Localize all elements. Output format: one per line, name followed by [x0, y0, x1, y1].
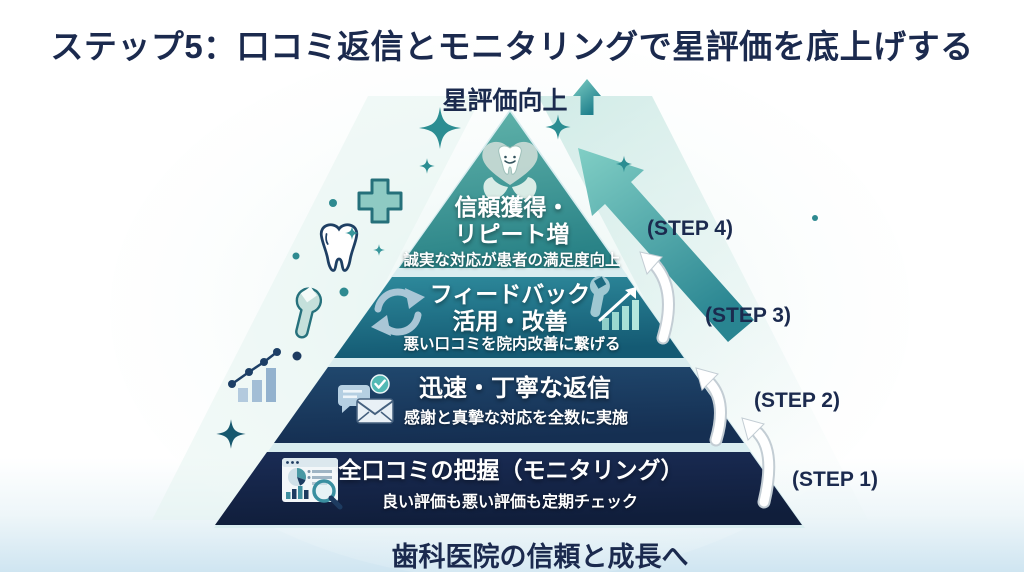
curved-arrow-step1	[741, 417, 776, 509]
dot-decoration	[292, 252, 300, 260]
tier-step2-subtitle: 感謝と真摯な対応を全数に実施	[403, 410, 629, 427]
step3-label: (STEP 3)	[705, 304, 791, 327]
curved-arrow-step2	[695, 367, 727, 447]
dot-decoration	[329, 199, 337, 207]
rising-arrow	[578, 148, 754, 342]
up-arrow-icon	[573, 79, 601, 115]
tier-step4-title: 信頼獲得・ リピート増	[454, 194, 570, 247]
dot-decoration	[339, 287, 349, 297]
tier-step3-subtitle: 悪い口コミを院内改善に繋げる	[403, 336, 621, 353]
hands-holding-heart-tooth-icon	[482, 141, 538, 199]
curved-arrow-step3	[639, 251, 675, 345]
footer-label: 歯科医院の信頼と成長へ	[391, 542, 689, 572]
tooth-icon	[319, 223, 359, 272]
tier-step1-shape	[215, 452, 802, 525]
report-magnifier-icon	[282, 458, 343, 510]
growth-chart-icon	[228, 348, 281, 402]
wrench-growth-chart-icon	[590, 276, 639, 330]
wrench-icon	[295, 286, 322, 339]
page-title: ステップ5：口コミ返信とモニタリングで星評価を底上げする	[50, 28, 974, 65]
tier-step4-shape	[399, 112, 620, 268]
tier-step1-subtitle: 良い評価も悪い評価も定期チェック	[381, 494, 639, 511]
step2-label: (STEP 2)	[754, 389, 840, 412]
medical-cross-icon	[357, 178, 403, 224]
tier-step2-title: 迅速・丁寧な返信	[419, 375, 611, 402]
tier-step3-title: フィードバック 活用・改善	[429, 281, 591, 334]
chat-envelope-check-icon	[338, 374, 394, 424]
refresh-arrows-icon	[371, 288, 425, 336]
dot-decoration	[292, 351, 302, 361]
tier-step4-subtitle: 誠実な対応が患者の満足度向上	[403, 252, 621, 269]
apex-label: 星評価向上	[442, 87, 568, 115]
tier-step2-shape	[274, 367, 744, 443]
step1-label: (STEP 1)	[792, 468, 878, 491]
tier-step1-title: 全口コミの把握（モニタリング）	[338, 457, 684, 483]
dot-decoration	[812, 215, 818, 221]
step4-label: (STEP 4)	[647, 217, 733, 240]
